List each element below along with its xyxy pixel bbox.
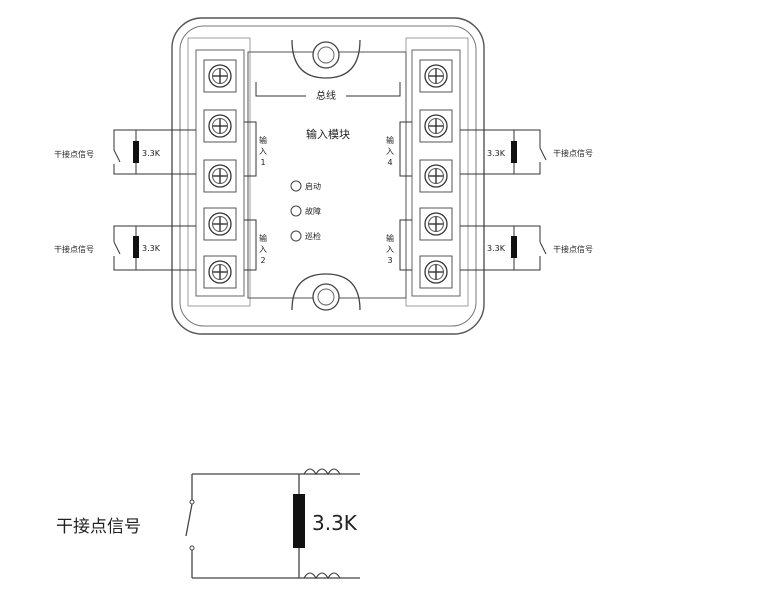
terminal-screw-icon [419, 207, 453, 241]
signal-label: 干接点信号 [553, 148, 593, 158]
svg-text:1: 1 [260, 158, 265, 167]
svg-text:输: 输 [386, 233, 394, 243]
detail-resistor-label: 3.3K [312, 511, 358, 535]
svg-text:入: 入 [386, 245, 394, 254]
terminal-screw-icon [203, 159, 237, 193]
svg-text:输: 输 [386, 135, 394, 145]
signal-label: 干接点信号 [553, 244, 593, 254]
indicator-patrol: 巡检 [290, 230, 321, 242]
input-4-label: 输 入 4 [386, 121, 412, 177]
indicator-start: 启动 [290, 180, 321, 192]
indicator-fault: 故障 [290, 205, 321, 217]
svg-text:3: 3 [387, 256, 392, 265]
svg-text:入: 入 [386, 147, 394, 156]
detail-resistor-icon [293, 494, 305, 548]
led-patrol-icon [290, 230, 302, 242]
resistor-label: 3.3K [487, 149, 506, 158]
terminal-screw-icon [419, 255, 453, 289]
resistor-icon [133, 236, 139, 258]
coil-top-icon [303, 468, 341, 475]
led-start-icon [290, 180, 302, 192]
resistor-icon [133, 141, 139, 163]
svg-text:输: 输 [259, 135, 267, 145]
coil-bottom-icon [303, 572, 341, 579]
contact-icon [189, 499, 195, 505]
detail-circuit: 3.3K 干接点信号 [56, 468, 360, 579]
external-circuit-input-1: 3.3K 干接点信号 [54, 129, 196, 175]
input-3-label: 输 入 3 [386, 219, 412, 271]
signal-label: 干接点信号 [54, 244, 94, 254]
svg-text:输: 输 [259, 233, 267, 243]
module-title: 输入模块 [306, 127, 350, 141]
terminal-screw-icon [419, 109, 453, 143]
indicator-fault-label: 故障 [305, 206, 321, 216]
svg-text:4: 4 [387, 158, 392, 167]
input-2-label: 输 入 2 [244, 219, 267, 271]
led-fault-icon [290, 205, 302, 217]
terminal-screw-icon [203, 109, 237, 143]
left-terminal-block [203, 59, 237, 289]
bus-label: 总线 [316, 89, 336, 102]
svg-text:入: 入 [259, 245, 267, 254]
terminal-screw-icon [203, 207, 237, 241]
bottom-mounting-hole [291, 273, 361, 311]
terminal-screw-icon [203, 59, 237, 93]
external-circuit-input-4: 3.3K 干接点信号 [460, 129, 593, 175]
external-circuit-input-3: 3.3K 干接点信号 [460, 225, 593, 271]
contact-icon [189, 545, 195, 551]
terminal-screw-icon [203, 255, 237, 289]
detail-signal-label: 干接点信号 [56, 517, 141, 537]
resistor-label: 3.3K [142, 149, 161, 158]
indicator-patrol-label: 巡检 [305, 231, 321, 241]
module-housing [171, 17, 485, 335]
external-circuit-input-2: 3.3K 干接点信号 [54, 225, 196, 271]
right-terminal-block [419, 59, 453, 289]
resistor-icon [511, 236, 517, 258]
terminal-screw-icon [419, 59, 453, 93]
resistor-label: 3.3K [142, 244, 161, 253]
indicator-start-label: 启动 [305, 181, 321, 191]
terminal-screw-icon [419, 159, 453, 193]
top-mounting-hole [291, 39, 361, 79]
signal-label: 干接点信号 [54, 149, 94, 159]
input-1-label: 输 入 1 [244, 121, 267, 177]
svg-text:入: 入 [259, 147, 267, 156]
resistor-label: 3.3K [487, 244, 506, 253]
svg-text:2: 2 [260, 256, 265, 265]
resistor-icon [511, 141, 517, 163]
